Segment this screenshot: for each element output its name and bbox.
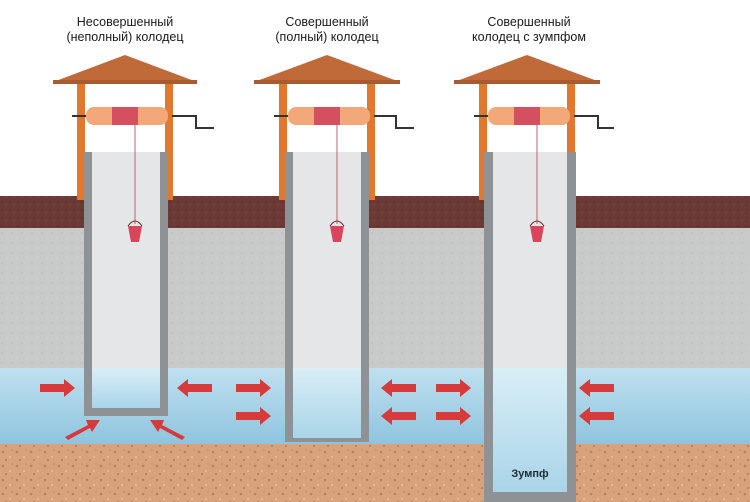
caption-line-1: Несовершенный (76, 15, 174, 29)
post-right (567, 80, 575, 200)
arrow-up-right-icon (65, 420, 100, 440)
arrow-right-icon (40, 379, 75, 397)
caption-sump-well: Совершенный колодец с зумпфом (444, 15, 614, 45)
arrow-right-icon (236, 407, 271, 425)
roof (454, 55, 600, 82)
caption-line-1: Совершенный (285, 15, 369, 29)
arrow-up-left-icon (150, 420, 185, 440)
well-complete (254, 55, 414, 442)
well-with-sump (454, 55, 614, 502)
roof (254, 55, 400, 82)
sump-label: Зумпф (511, 468, 549, 480)
well-water (92, 368, 160, 408)
sand-layer (0, 444, 750, 502)
well-shaft (92, 152, 160, 408)
arrow-left-icon (177, 379, 212, 397)
post-right (165, 80, 173, 200)
arrow-left-icon (381, 379, 416, 397)
roof (53, 55, 197, 82)
bucket-icon (330, 226, 344, 242)
arrow-left-icon (381, 407, 416, 425)
caption-line-2: (неполный) колодец (66, 30, 184, 44)
crank-handle (374, 115, 414, 129)
caption-line-2: (полный) колодец (275, 30, 379, 44)
crank-handle (574, 115, 614, 129)
post-left (77, 80, 85, 200)
flow-arrows (40, 379, 614, 440)
caption-complete-well: Совершенный (полный) колодец (242, 15, 412, 45)
well-incomplete (53, 55, 214, 416)
well-water (293, 368, 361, 438)
arrow-right-icon (436, 379, 471, 397)
caption-line-1: Совершенный (487, 15, 571, 29)
arrow-left-icon (579, 379, 614, 397)
post-right (367, 80, 375, 200)
caption-incomplete-well: Несовершенный (неполный) колодец (40, 15, 210, 45)
well-water (493, 368, 567, 492)
arrow-right-icon (436, 407, 471, 425)
crank-handle (172, 115, 214, 129)
arrow-right-icon (236, 379, 271, 397)
bucket-icon (128, 226, 142, 242)
arrow-left-icon (579, 407, 614, 425)
bucket-icon (530, 226, 544, 242)
post-left (279, 80, 287, 200)
caption-line-2: колодец с зумпфом (472, 30, 586, 44)
post-left (479, 80, 487, 200)
